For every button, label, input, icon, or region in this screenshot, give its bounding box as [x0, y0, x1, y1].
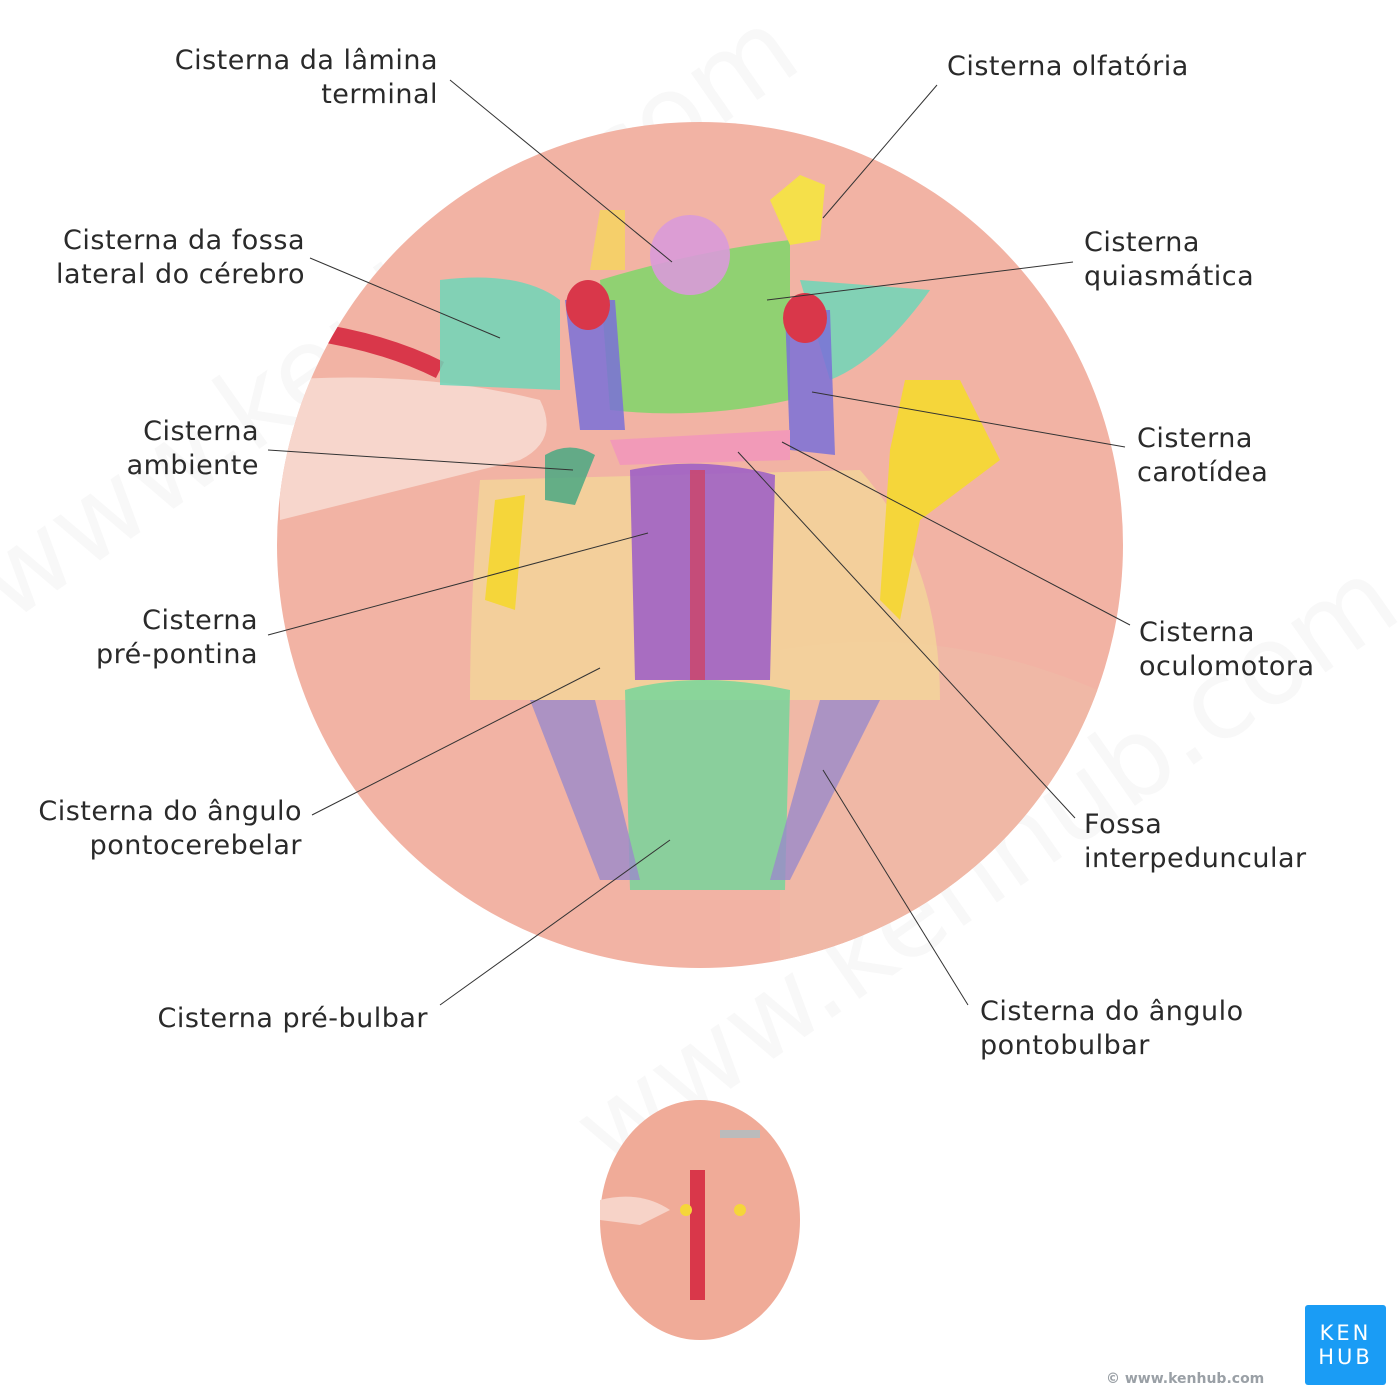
lateral-fossa-cistern-right — [800, 280, 930, 380]
lamina-terminalis-cistern — [650, 215, 730, 295]
lateral-fossa-cistern — [440, 277, 560, 390]
carotid-cistern-right — [785, 310, 835, 455]
chiasmatic-cistern — [600, 240, 790, 414]
pontomedullary-cistern-left — [530, 700, 640, 880]
internal-carotid-right — [783, 293, 827, 343]
orientation-thumbnail — [600, 1100, 800, 1340]
pontomedullary-cistern-right — [770, 700, 880, 880]
trigeminal-nerve — [880, 380, 1000, 620]
interpeduncular-fossa — [610, 430, 790, 465]
olfactory-tract-left — [590, 210, 625, 270]
premedullary-cistern — [625, 680, 790, 890]
label-cisterna-olfatoria: Cisterna olfatória — [947, 51, 1189, 82]
basilar-artery — [690, 470, 705, 680]
trigeminal-nerve-left — [485, 495, 525, 610]
internal-carotid-left — [566, 280, 610, 330]
olfactory-tract — [770, 175, 825, 245]
ambient-cistern — [545, 447, 595, 505]
copyright-text: © www.kenhub.com — [1106, 1371, 1265, 1387]
label-cisterna-pre-bulbar: Cisterna pré-bulbar — [157, 1003, 428, 1034]
leader-lines — [267, 79, 1131, 1006]
temporal-lobe-cut — [280, 377, 547, 520]
carotid-cistern-left — [565, 300, 625, 430]
